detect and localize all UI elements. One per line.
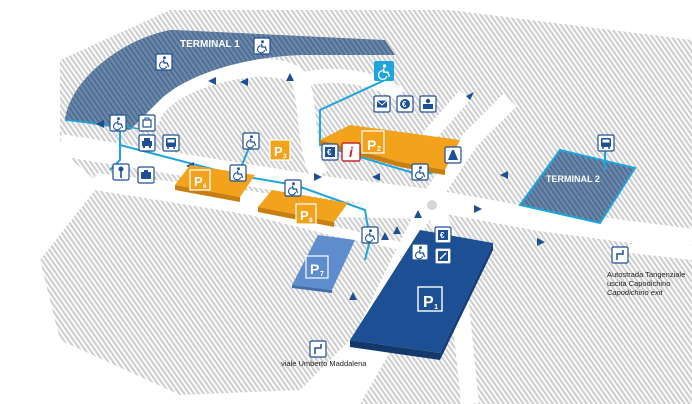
p3-sub: 3 (283, 153, 287, 160)
svg-text:€: € (327, 148, 332, 157)
bus-icon (597, 134, 615, 152)
wheelchair-icon (109, 114, 127, 132)
terminal-1-label: TERMINAL 1 (180, 39, 240, 50)
luggage-trolley-icon (137, 166, 155, 184)
wheelchair-icon (242, 132, 260, 150)
exit-bottom-label: viale Umberto Maddalena (281, 359, 367, 368)
terminal-2[interactable]: TERMINAL 2 (518, 148, 637, 225)
info-icon[interactable]: i (341, 142, 361, 162)
wheelchair-icon (411, 243, 429, 261)
svg-text:i: i (349, 144, 354, 160)
parking-p1[interactable]: P 1 (350, 230, 493, 360)
exit-sign-icon (611, 246, 629, 264)
ticket-office-icon (419, 95, 437, 113)
parking-cashier-icon: € (321, 143, 339, 161)
ticket-machine-icon (434, 247, 452, 265)
wheelchair-icon (155, 53, 173, 71)
parking-cashier-icon: € (434, 226, 452, 244)
wheelchair-icon (253, 37, 271, 55)
p1-letter: P (423, 294, 434, 311)
exit-sign-icon (309, 340, 327, 358)
p7-letter: P (310, 261, 319, 277)
p1-sub: 1 (434, 302, 438, 311)
bus-icon (162, 134, 180, 152)
currency-exchange-icon: € (396, 95, 414, 113)
highway-sign-icon (444, 146, 462, 164)
exit-right-line1: Autostrada Tangenziale (607, 270, 685, 279)
p3-letter: P (274, 144, 283, 159)
parking-p3[interactable]: P 3 (269, 139, 291, 161)
parking-p7[interactable]: P 7 (292, 235, 355, 293)
p8-letter: P (300, 208, 309, 223)
wheelchair-icon (229, 164, 247, 182)
terminal-1[interactable]: TERMINAL 1 (64, 30, 395, 131)
exit-right-line2: uscita Capodichino (607, 279, 670, 288)
wheelchair-icon (411, 163, 429, 181)
wheelchair-icon (361, 226, 379, 244)
p8-sub: 8 (309, 217, 313, 224)
taxi-icon (138, 134, 156, 152)
mail-icon (373, 95, 391, 113)
terminal-2-label: TERMINAL 2 (546, 174, 600, 184)
exit-right-line3: Capodichino exit (607, 288, 663, 297)
traffic-arrows (96, 73, 545, 300)
p2-sub: 2 (377, 146, 381, 153)
luggage-icon (138, 114, 156, 132)
svg-text:€: € (402, 100, 407, 109)
parking-p8[interactable]: P 8 (258, 190, 348, 227)
svg-text:€: € (440, 231, 445, 240)
assistance-wheelchair-icon[interactable] (374, 61, 394, 81)
p6-sub: 6 (203, 183, 207, 190)
car-rental-key-icon (112, 163, 130, 181)
p2-letter: P (367, 137, 376, 153)
p6-letter: P (194, 174, 203, 189)
wheelchair-icon (284, 179, 302, 197)
p7-sub: 7 (320, 271, 324, 278)
